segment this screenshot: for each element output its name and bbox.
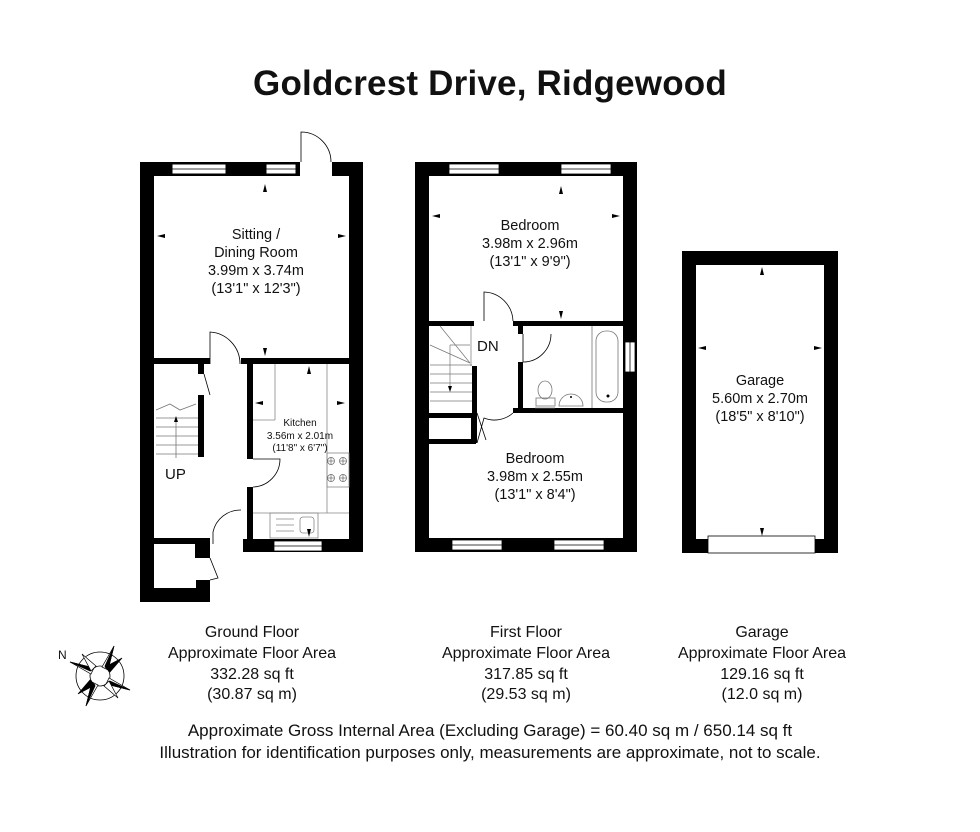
area-sqm: (29.53 sq m)	[481, 686, 571, 704]
ground-floor-area: Ground Floor Approximate Floor Area 332.…	[142, 623, 362, 706]
area-sqft: 317.85 sq ft	[484, 665, 568, 683]
room-dimensions-imperial: (13'1" x 8'4")	[494, 487, 576, 504]
room-garage: Garage 5.60m x 2.70m (18'5" x 8'10")	[680, 372, 840, 426]
room-dimensions-imperial: (13'1" x 9'9")	[489, 254, 571, 271]
area-label: Approximate Floor Area	[677, 644, 847, 662]
room-dimensions-metric: 3.56m x 2.01m	[266, 430, 334, 442]
area-sqm: (30.87 sq m)	[207, 686, 297, 704]
garage-plan	[682, 251, 838, 554]
area-label: Approximate Floor Area	[441, 644, 611, 662]
room-dimensions-metric: 3.99m x 3.74m	[208, 263, 304, 280]
floor-name: First Floor	[490, 624, 562, 641]
area-sqft: 332.28 sq ft	[210, 665, 294, 683]
room-dimensions-metric: 3.98m x 2.96m	[482, 236, 578, 253]
room-name: Bedroom	[500, 218, 560, 234]
room-name: Bedroom	[505, 451, 565, 467]
room-dimensions-imperial: (13'1" x 12'3")	[211, 281, 301, 298]
room-name: Sitting /	[231, 227, 281, 243]
stairs-up-label: UP	[165, 466, 186, 483]
room-dimensions-imperial: (11'8" x 6'7")	[272, 443, 328, 454]
garage-area: Garage Approximate Floor Area 129.16 sq …	[652, 623, 872, 706]
room-bedroom-1: Bedroom 3.98m x 2.96m (13'1" x 9'9")	[450, 217, 610, 271]
floor-name: Ground Floor	[204, 624, 300, 641]
room-kitchen: Kitchen 3.56m x 2.01m (11'8" x 6'7")	[252, 418, 348, 456]
gross-internal-area: Approximate Gross Internal Area (Excludi…	[187, 721, 793, 740]
room-dimensions-imperial: (18'5" x 8'10")	[715, 409, 805, 426]
room-name: Dining Room	[214, 245, 298, 262]
area-sqm: (12.0 sq m)	[721, 686, 803, 704]
page-title: Goldcrest Drive, Ridgewood	[253, 64, 727, 103]
floor-name: Garage	[735, 624, 789, 641]
first-floor-plan	[415, 162, 637, 552]
area-label: Approximate Floor Area	[167, 644, 337, 662]
footer-notes: Approximate Gross Internal Area (Excludi…	[0, 720, 980, 764]
first-floor-area: First Floor Approximate Floor Area 317.8…	[416, 623, 636, 706]
compass-rose-icon	[69, 645, 131, 707]
ground-floor-plan	[140, 131, 363, 602]
compass-north-label: N	[58, 648, 67, 662]
disclaimer: Illustration for identification purposes…	[159, 743, 821, 763]
room-dimensions-metric: 5.60m x 2.70m	[712, 391, 808, 408]
stairs-down-label: DN	[477, 338, 499, 355]
room-name: Kitchen	[283, 418, 317, 429]
room-sitting-dining: Sitting / Dining Room 3.99m x 3.74m (13'…	[178, 226, 334, 299]
room-bedroom-2: Bedroom 3.98m x 2.55m (13'1" x 8'4")	[455, 450, 615, 504]
room-dimensions-metric: 3.98m x 2.55m	[487, 469, 583, 486]
room-name: Garage	[735, 373, 785, 389]
area-sqft: 129.16 sq ft	[720, 665, 804, 683]
